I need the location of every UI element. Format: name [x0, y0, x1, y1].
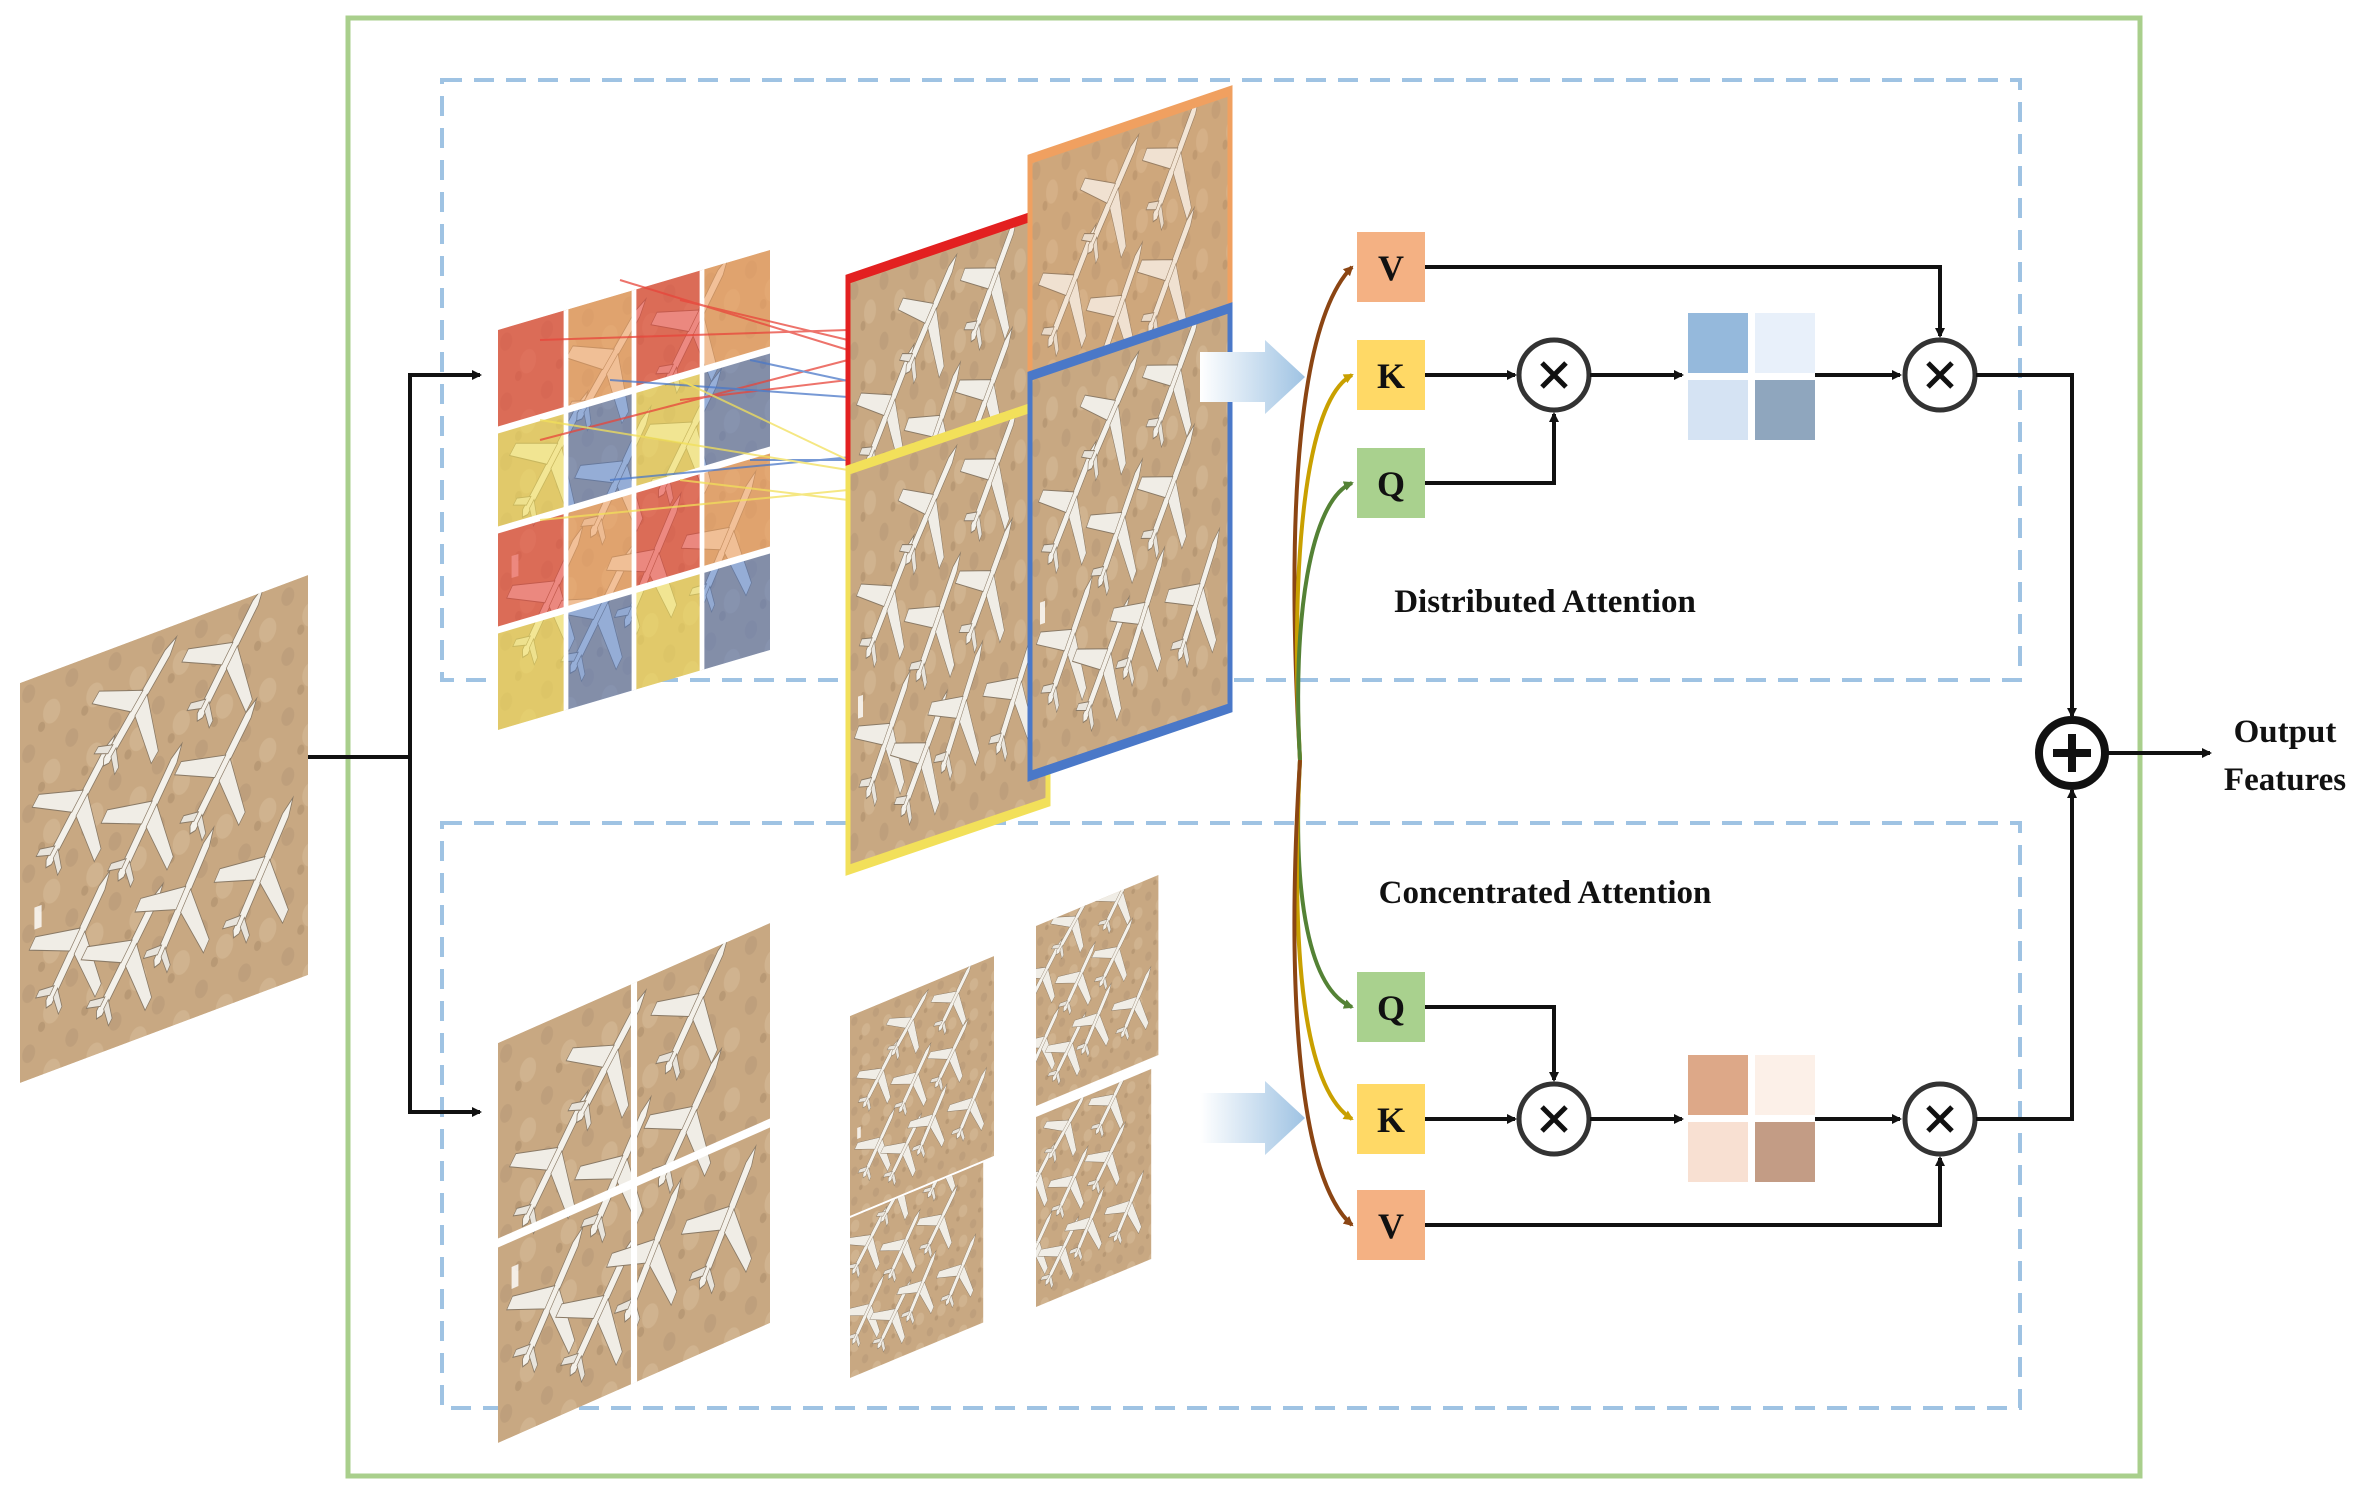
outer-module-border — [345, 15, 2143, 1479]
concentrated-k-box: K — [1357, 1084, 1425, 1154]
concentrated-local-windows — [836, 830, 1168, 1385]
input-split-arrows — [308, 370, 482, 1117]
distributed-q-box: Q — [1357, 448, 1425, 518]
concentrated-attention-caption: Concentrated Attention — [1379, 875, 1712, 911]
distributed-multiply-icon-1 — [1516, 337, 1592, 413]
distributed-attention-map-icon — [1688, 313, 1815, 440]
flow-arrow-concentrated — [1200, 1081, 1305, 1155]
concentrated-multiply-icon-1 — [1516, 1081, 1592, 1157]
svg-text:K: K — [1377, 356, 1405, 396]
distributed-k-box: K — [1357, 340, 1425, 410]
concentrated-attention-region — [440, 821, 2022, 1410]
distributed-flow-arrows — [1425, 265, 2077, 718]
svg-text:V: V — [1378, 248, 1404, 288]
svg-text:Q: Q — [1377, 988, 1405, 1028]
concentrated-attention-map-icon — [1688, 1055, 1815, 1182]
input-feature-map — [13, 525, 327, 1088]
sum-plus-icon — [2035, 716, 2109, 790]
svg-text:K: K — [1377, 1100, 1405, 1140]
svg-text:Q: Q — [1377, 464, 1405, 504]
flow-arrow-distributed — [1200, 340, 1305, 414]
concentrated-multiply-icon-2 — [1902, 1081, 1978, 1157]
distributed-v-box: V — [1357, 232, 1425, 302]
output-label-line2: Features — [2224, 762, 2346, 798]
qkv-routing-arrows — [1292, 265, 1354, 1227]
svg-text:V: V — [1378, 1206, 1404, 1246]
concentrated-flow-arrows — [1425, 788, 2077, 1227]
distributed-multiply-icon-2 — [1902, 337, 1978, 413]
concentrated-window-grid — [498, 872, 771, 1448]
distributed-attention-caption: Distributed Attention — [1394, 584, 1696, 620]
concentrated-q-box: Q — [1357, 972, 1425, 1042]
distributed-patch-grid — [498, 249, 771, 730]
concentrated-v-box: V — [1357, 1190, 1425, 1260]
output-label-line1: Output — [2234, 714, 2337, 750]
grouped-window-blue — [1027, 302, 1233, 782]
